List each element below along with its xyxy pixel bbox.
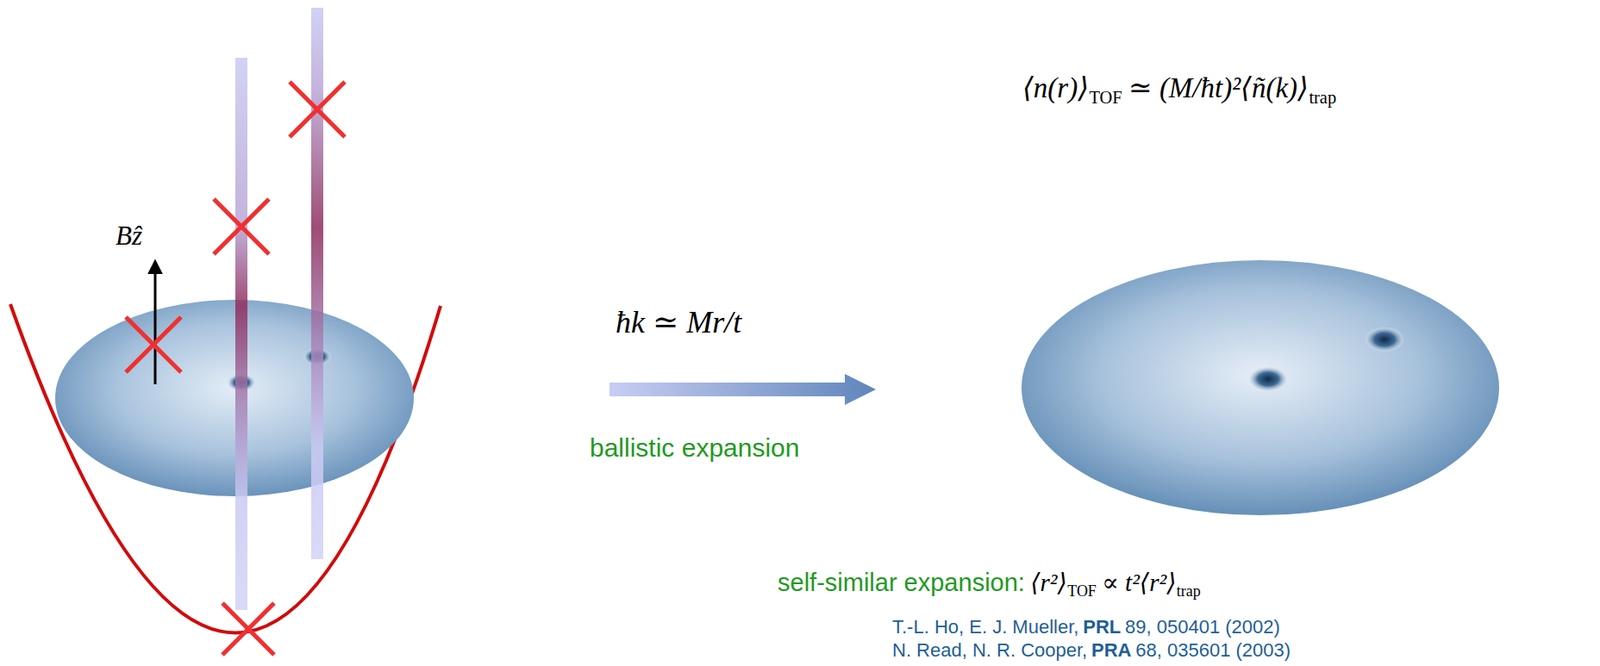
reference-citation: 89, 050401 (2002) (1125, 616, 1281, 638)
equation-subscript: TOF (1088, 87, 1122, 109)
process-label: ballistic expansion (589, 433, 800, 464)
momentum-relation: ħk ≃ Mr/t (615, 305, 742, 341)
text-group: ballistic expansion (589, 433, 800, 464)
reference-citation: 68, 035601 (2003) (1135, 639, 1291, 662)
equation-part: ∝ t²⟨r²⟩ (1101, 568, 1176, 598)
vortex (1365, 327, 1404, 352)
equation-subscript: trap (1176, 582, 1201, 601)
atom-cloud (55, 300, 414, 497)
laser-beam (235, 57, 248, 611)
vortex (1249, 367, 1288, 392)
cross-marks (125, 81, 345, 656)
equation-subscript: TOF (1067, 582, 1097, 601)
process-label: self-similar expansion: (777, 568, 1025, 598)
text-group: T.-L. Ho, E. J. Mueller,PRL89, 050401 (2… (892, 616, 1281, 638)
reference-journal: PRL (1082, 616, 1121, 638)
text-group: self-similar expansion:⟨r²⟩TOF∝ t²⟨r²⟩tr… (777, 568, 1201, 601)
expanded-cloud (1021, 260, 1500, 516)
reference-authors: N. Read, N. R. Cooper, (892, 639, 1088, 662)
laser-beam (311, 7, 324, 560)
equation-part: ⟨r²⟩ (1030, 568, 1068, 598)
text-group: Bẑ (115, 220, 143, 252)
field-arrow (154, 262, 157, 385)
equation-part: ≃ (M/ħt)²⟨ñ(k)⟩ (1128, 72, 1309, 106)
reference-authors: T.-L. Ho, E. J. Mueller, (892, 616, 1079, 638)
equation-subscript: trap (1308, 87, 1337, 109)
expansion-arrow (609, 374, 876, 406)
text-group: ⟨n(r)⟩TOF ≃ (M/ħt)²⟨ñ(k)⟩trap (1022, 72, 1337, 109)
text-group: ħk ≃ Mr/t (615, 305, 742, 341)
reference-journal: PRA (1091, 639, 1132, 662)
field-label: Bẑ (115, 220, 143, 252)
text-group: N. Read, N. R. Cooper,PRA68, 035601 (200… (892, 639, 1291, 662)
equation-part: ⟨n(r)⟩ (1022, 72, 1089, 106)
